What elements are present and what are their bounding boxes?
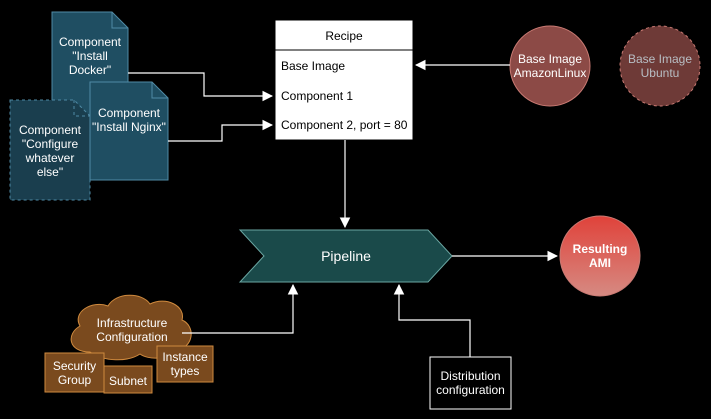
component-install-docker-fold <box>111 12 128 29</box>
recipe-box[interactable] <box>274 19 414 141</box>
component-install-nginx-fold <box>151 82 168 99</box>
edge-infrastructure-to-pipeline <box>182 283 299 334</box>
component-configure-fold <box>73 100 90 117</box>
base-image-ubuntu-shape[interactable] <box>619 25 701 107</box>
edge-docker-to-component1 <box>128 72 274 102</box>
distribution-config-box[interactable] <box>429 356 512 410</box>
subnet-box[interactable] <box>103 365 153 394</box>
base-image-amazonlinux-shape[interactable] <box>509 25 591 107</box>
resulting-ami-shape[interactable] <box>559 215 641 297</box>
component-install-nginx-shape[interactable] <box>89 81 169 181</box>
edge-distribution-to-pipeline <box>393 283 471 357</box>
infrastructure-cloud-shape[interactable] <box>70 294 192 361</box>
security-group-box[interactable] <box>44 352 105 393</box>
edge-nginx-to-component2 <box>168 119 274 142</box>
component-configure-shape[interactable] <box>9 99 91 201</box>
instance-types-box[interactable] <box>156 345 214 383</box>
pipeline-shape[interactable] <box>238 229 453 283</box>
